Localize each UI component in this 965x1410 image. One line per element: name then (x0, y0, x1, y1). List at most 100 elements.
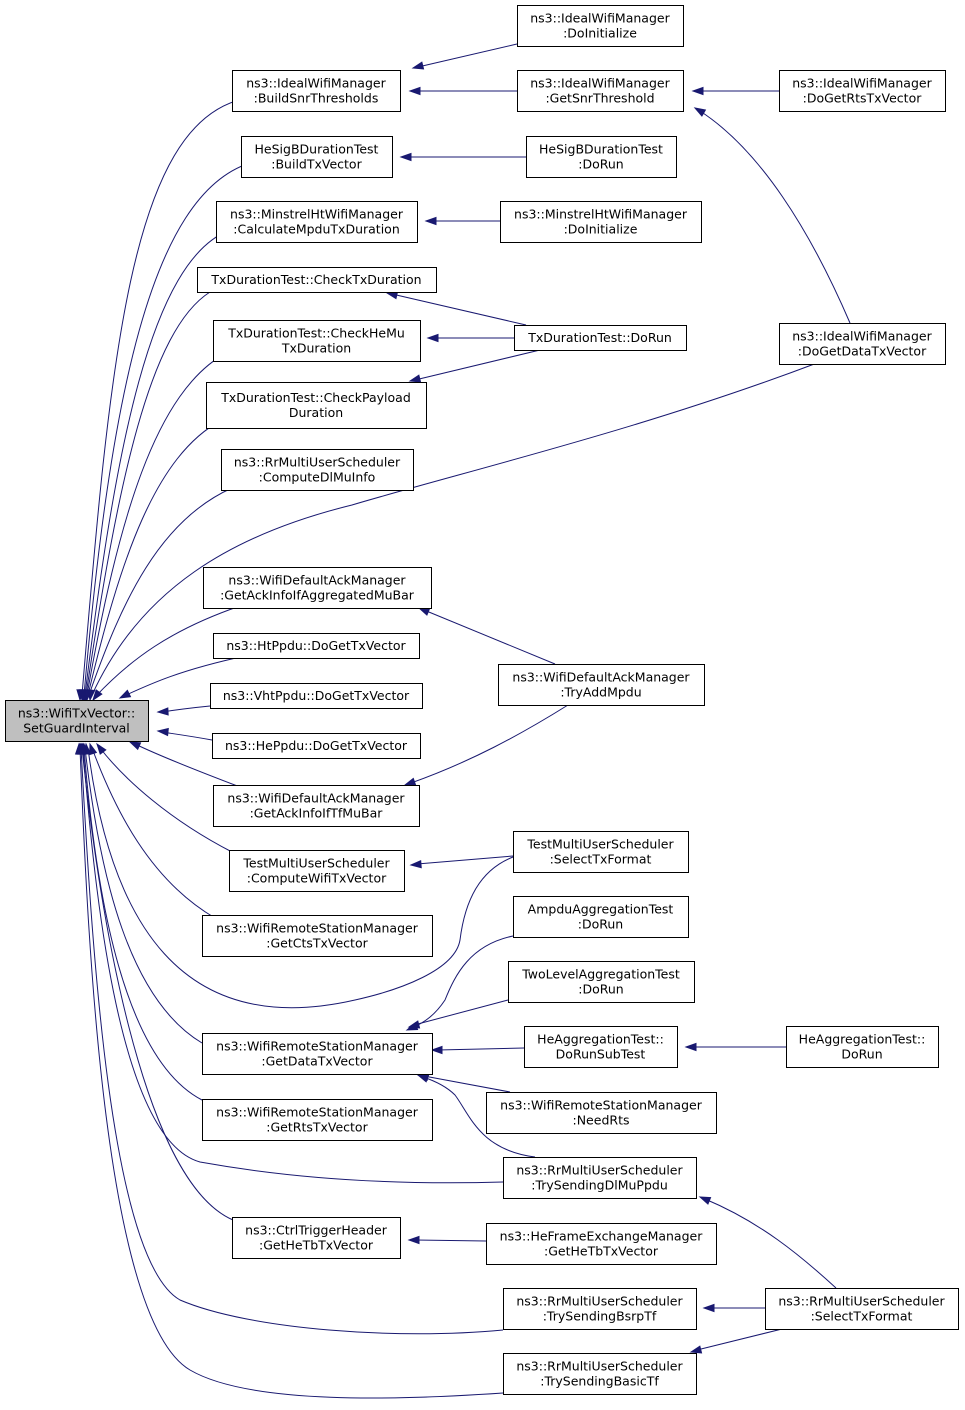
node-label-line: ns3::RrMultiUserScheduler (516, 1359, 683, 1374)
arrowhead-icon (128, 741, 142, 751)
edge-line (84, 229, 231, 696)
function-node-ctd[interactable]: TxDurationTest::CheckTxDuration (197, 267, 437, 293)
node-label-line: TxDurationTest::CheckTxDuration (210, 272, 421, 287)
arrowhead-icon (89, 742, 98, 756)
function-node-grts[interactable]: ns3::IdealWifiManager:DoGetRtsTxVector (779, 70, 946, 112)
function-node-ghtb[interactable]: ns3::CtrlTriggerHeader:GetHeTbTxVector (232, 1217, 401, 1259)
function-node-idi[interactable]: ns3::IdealWifiManager:DoInitialize (517, 5, 684, 47)
node-label-line: :ComputeDlMuInfo (259, 470, 376, 485)
node-label-line: :TrySendingDlMuPpdu (531, 1178, 668, 1193)
function-node-gat[interactable]: ns3::WifiDefaultAckManager:GetAckInfoIfT… (213, 785, 420, 827)
function-node-gdtv[interactable]: ns3::IdealWifiManager:DoGetDataTxVector (779, 323, 946, 365)
root-function-node[interactable]: ns3::WifiTxVector::SetGuardInterval (5, 700, 149, 742)
function-node-tdr[interactable]: TxDurationTest::DoRun (514, 325, 687, 351)
node-box (221, 449, 414, 491)
function-node-hsb[interactable]: HeSigBDurationTest:BuildTxVector (241, 136, 393, 178)
node-label-line: ns3::IdealWifiManager (792, 329, 932, 344)
edge-line (699, 110, 851, 324)
edge-line (86, 351, 229, 696)
node-box (514, 325, 687, 351)
node-box (779, 323, 946, 365)
node-box (765, 1288, 959, 1330)
call-edge-ghtb-to-root (77, 742, 234, 1221)
node-label-line: :DoInitialize (564, 222, 638, 237)
node-box (517, 70, 684, 112)
node-label-line: :GetHeTbTxVector (259, 1238, 374, 1253)
edge-line (87, 747, 514, 1009)
function-node-hds[interactable]: HeAggregationTest::DoRunSubTest (524, 1026, 678, 1068)
node-label-line: TxDuration (281, 341, 351, 356)
node-label-line: :GetHeTbTxVector (544, 1244, 659, 1259)
call-edge-vht-to-root (156, 705, 211, 716)
function-node-vht[interactable]: ns3::VhtPpdu::DoGetTxVector (210, 683, 423, 709)
function-node-tsd[interactable]: ns3::RrMultiUserScheduler:TrySendingDlMu… (503, 1157, 697, 1199)
edge-line (95, 605, 241, 697)
function-node-gst[interactable]: ns3::IdealWifiManager:GetSnrThreshold (517, 70, 684, 112)
edge-line (99, 747, 233, 853)
function-node-tla[interactable]: TwoLevelAggregationTest:DoRun (508, 961, 695, 1003)
function-node-hfe[interactable]: ns3::HeFrameExchangeManager:GetHeTbTxVec… (486, 1223, 717, 1265)
function-node-htp[interactable]: ns3::HtPpdu::DoGetTxVector (213, 633, 420, 659)
call-edge-hsb-to-root (78, 162, 251, 702)
call-edge-har-to-hds (684, 1042, 786, 1052)
node-label-line: SetGuardInterval (23, 721, 130, 736)
call-edge-ctd-to-root (80, 291, 211, 702)
node-label-line: ns3::WifiRemoteStationManager (216, 1105, 419, 1120)
node-box (232, 1217, 401, 1259)
function-node-tam[interactable]: ns3::WifiDefaultAckManager:TryAddMpdu (498, 664, 705, 706)
edge-line (80, 747, 504, 1335)
node-box (206, 382, 427, 429)
function-node-cwt[interactable]: TestMultiUserScheduler:ComputeWifiTxVect… (229, 850, 405, 892)
node-label-line: AmpduAggregationTest (528, 902, 674, 917)
node-label-line: TxDurationTest::DoRun (527, 330, 672, 345)
edge-line (79, 747, 504, 1399)
node-box (508, 961, 695, 1003)
node-label-line: ns3::IdealWifiManager (530, 11, 670, 26)
call-edge-tla-to-gdt (407, 999, 509, 1029)
call-edge-cpd-to-root (82, 419, 223, 702)
call-edge-tsd-to-gdt (416, 1074, 536, 1158)
function-node-stf[interactable]: TestMultiUserScheduler:SelectTxFormat (513, 831, 689, 873)
function-node-bst[interactable]: ns3::IdealWifiManager:BuildSnrThresholds (232, 70, 401, 112)
function-node-nrt[interactable]: ns3::WifiRemoteStationManager:NeedRts (486, 1092, 717, 1134)
function-node-grt[interactable]: ns3::WifiRemoteStationManager:GetRtsTxVe… (202, 1099, 433, 1141)
node-label-line: ns3::WifiDefaultAckManager (228, 573, 406, 588)
node-label-line: ns3::IdealWifiManager (530, 76, 670, 91)
edge-line (134, 743, 241, 788)
node-label-line: ns3::HtPpdu::DoGetTxVector (226, 638, 406, 653)
function-node-rsf[interactable]: ns3::RrMultiUserScheduler:SelectTxFormat (765, 1288, 959, 1330)
node-label-line: DoRun (841, 1047, 882, 1062)
function-node-hsr[interactable]: HeSigBDurationTest:DoRun (526, 136, 677, 178)
call-edge-stf-to-cwt (409, 855, 514, 869)
node-label-line: HeAggregationTest:: (537, 1032, 664, 1047)
function-node-cdm[interactable]: ns3::RrMultiUserScheduler:ComputeDlMuInf… (221, 449, 414, 491)
function-node-mcm[interactable]: ns3::MinstrelHtWifiManager:CalculateMpdu… (216, 201, 418, 243)
node-label-line: :GetAckInfoIfTfMuBar (250, 806, 384, 821)
function-node-gam[interactable]: ns3::WifiDefaultAckManager:GetAckInfoIfA… (203, 567, 432, 609)
function-node-mdi[interactable]: ns3::MinstrelHtWifiManager:DoInitialize (500, 201, 702, 243)
function-node-gct[interactable]: ns3::WifiRemoteStationManager:GetCtsTxVe… (202, 915, 433, 957)
call-edge-rsf-to-tsbt (689, 1328, 783, 1354)
node-label-line: :GetCtsTxVector (266, 936, 368, 951)
function-node-gdt[interactable]: ns3::WifiRemoteStationManager:GetDataTxV… (202, 1033, 433, 1075)
function-node-har[interactable]: HeAggregationTest::DoRun (786, 1026, 939, 1068)
function-node-tsb[interactable]: ns3::RrMultiUserScheduler:TrySendingBsrp… (503, 1288, 697, 1330)
node-label-line: ns3::WifiDefaultAckManager (227, 791, 405, 806)
node-label-line: ns3::IdealWifiManager (792, 76, 932, 91)
node-label-line: TxDurationTest::CheckPayload (220, 390, 411, 405)
node-box (213, 320, 421, 362)
edge-line (391, 293, 527, 326)
function-node-hep[interactable]: ns3::HePpdu::DoGetTxVector (212, 733, 421, 759)
node-label-line: :DoRun (578, 917, 623, 932)
function-node-aat[interactable]: AmpduAggregationTest:DoRun (513, 896, 689, 938)
call-edge-gam-to-root (92, 605, 241, 702)
node-label-line: :BuildTxVector (271, 157, 362, 172)
arrowhead-icon (702, 1303, 715, 1313)
call-edge-hep-to-root (156, 727, 213, 741)
call-edge-grts-to-gst (691, 86, 779, 96)
arrowhead-icon (689, 1345, 703, 1354)
function-node-tsbt[interactable]: ns3::RrMultiUserScheduler:TrySendingBasi… (503, 1353, 697, 1395)
